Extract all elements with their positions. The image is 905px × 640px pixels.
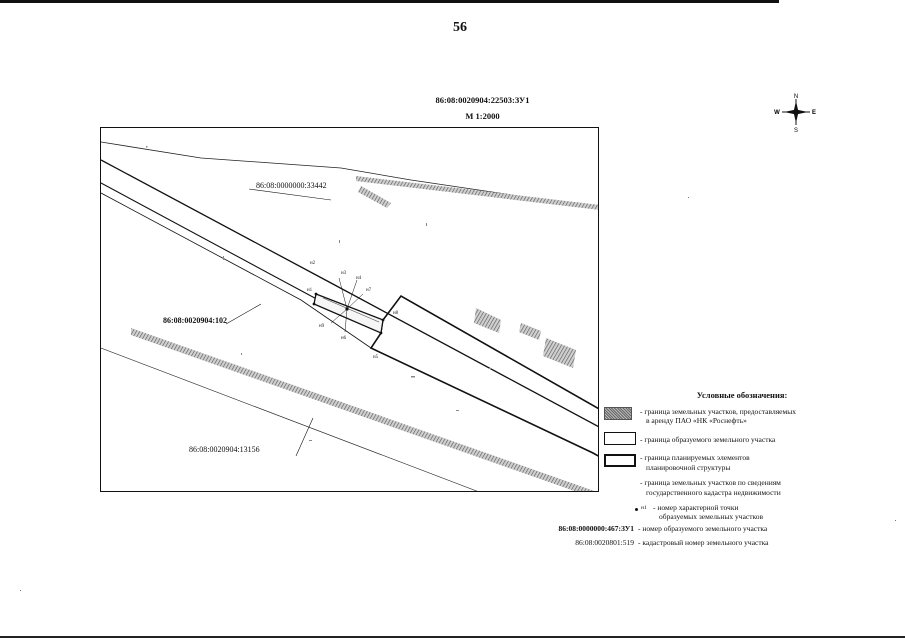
parcel-label-upper: 86:08:0000000:33442 [256, 181, 327, 190]
parcel-label-lower: 86:08:0020904:13156 [189, 445, 260, 454]
planning-boundary-upper [382, 294, 598, 410]
map-drawing [101, 141, 598, 491]
planning-boundary-lower [369, 332, 598, 457]
compass-s: S [794, 128, 798, 134]
corridor-mid-edge [101, 182, 312, 297]
map-scale: М 1:2000 [465, 111, 500, 121]
point-label-n4: н4 [356, 276, 362, 281]
parcel-label-center: 86:08:0020904:102 [163, 316, 227, 325]
point-marker-n2 [312, 302, 316, 306]
leased-strip-upper-small [358, 186, 391, 208]
page-number: 56 [453, 20, 467, 35]
legend-symbol-point-label: н1 [641, 505, 647, 511]
formed-parcel-axis [322, 297, 380, 323]
formed-parcel [313, 293, 384, 334]
lower-boundary [101, 347, 478, 491]
point-label-n2: н2 [310, 261, 316, 266]
scan-noise [146, 146, 491, 441]
legend-code-cadastral: 86:08:0020801:519 [575, 538, 634, 547]
scan-dot [688, 197, 689, 198]
scan-dot [20, 590, 21, 591]
point-label-n6: н6 [341, 336, 347, 341]
legend-item-cadastre-line2: государственного кадастра недвижимости [646, 488, 781, 497]
corridor-upper-edge [101, 159, 598, 428]
legend-title: Условные обозначения: [696, 390, 788, 400]
legend-item-leased-line2: в аренду ПАО «НК «Роснефть» [646, 416, 747, 425]
legend-item-leased-line1: - граница земельных участков, предоставл… [640, 407, 797, 416]
map-title: 86:08:0020904:22503:ЗУ1 [435, 95, 530, 105]
legend-item-point-line2: образуемых земельных участков [659, 512, 764, 521]
legend-code-formed-parcel: 86:08:0000000:467:ЗУ1 [558, 524, 634, 533]
legend: Условные обозначения: - граница земельны… [520, 390, 905, 560]
legend-item-planning-line1: - граница планируемых элементов [640, 453, 750, 462]
corridor-inner-join [300, 299, 372, 349]
leased-area-2 [543, 338, 576, 368]
upper-road-edge [101, 141, 598, 209]
leased-area-3 [519, 323, 541, 340]
point-marker-n5 [379, 331, 383, 335]
corridor-inner-line [101, 192, 302, 301]
compass-e: E [812, 110, 816, 116]
legend-item-planning-line2: планировочной структуры [646, 463, 731, 472]
point-label-n9: н9 [319, 324, 325, 329]
leased-strip-upper [356, 176, 598, 210]
leased-strip-lower [131, 328, 595, 491]
legend-symbol-planning [604, 454, 636, 467]
bottom-border-line [0, 636, 905, 638]
legend-symbol-formed [604, 432, 636, 445]
leader-upper [248, 188, 332, 201]
legend-item-point-line1: - номер характерной точки [653, 503, 739, 512]
point-label-n3: н3 [341, 271, 347, 276]
leased-area-1 [474, 308, 501, 333]
leader-center [225, 303, 262, 325]
point-label-n8: н8 [393, 311, 399, 316]
top-border-line [0, 0, 779, 3]
compass-rose-icon: N S W E [774, 94, 816, 134]
legend-item-cadastral-number: - кадастровый номер земельного участка [638, 538, 769, 547]
legend-item-formed-number: - номер образуемого земельного участка [638, 524, 768, 533]
compass-w: W [774, 110, 780, 116]
scan-dot [895, 520, 896, 521]
legend-symbol-leased [604, 407, 632, 420]
point-label-n1: н1 [307, 288, 313, 293]
compass-n: N [794, 94, 798, 100]
legend-item-formed: - граница образуемого земельного участка [640, 435, 776, 444]
leader-lower [295, 417, 314, 457]
legend-item-cadastre-line1: - граница земельных участков по сведения… [640, 478, 781, 487]
point-marker-n4 [381, 318, 385, 322]
point-label-n5: н5 [373, 355, 379, 360]
legend-symbol-point [635, 508, 638, 511]
point-label-n7: н7 [366, 288, 372, 293]
map-frame: 86:08:0000000:33442 86:08:0020904:102 86… [100, 127, 599, 492]
point-marker-n1 [314, 292, 318, 296]
